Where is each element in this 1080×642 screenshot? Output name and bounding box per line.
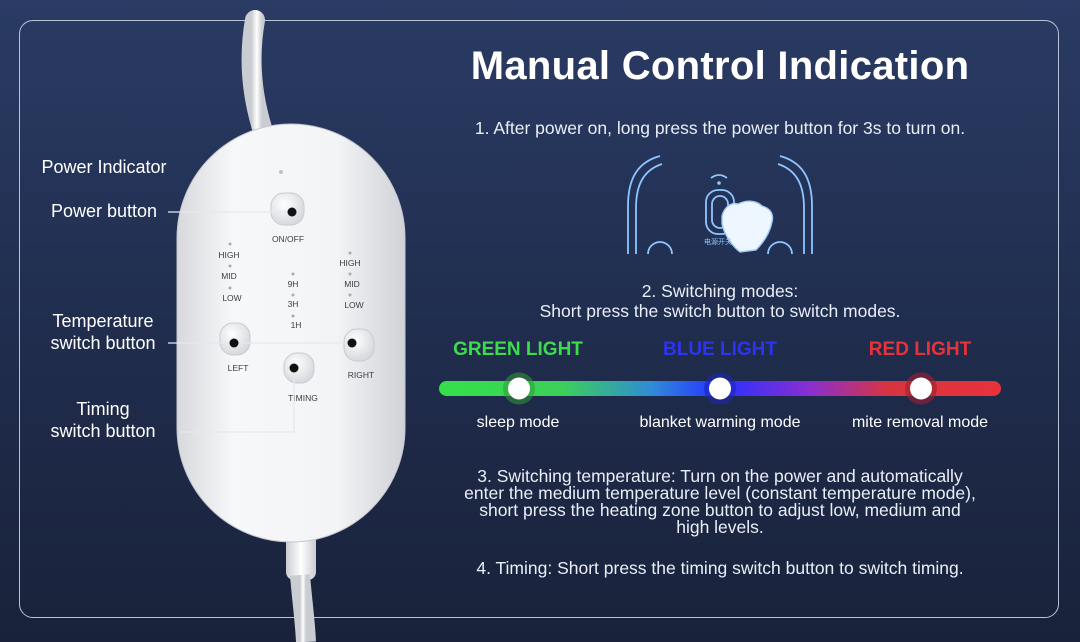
signal-arc bbox=[710, 174, 728, 179]
step-2-detail: Short press the switch button to switch … bbox=[539, 301, 901, 321]
level-dot bbox=[291, 272, 295, 276]
level-dot bbox=[348, 293, 352, 297]
device-outline-right bbox=[779, 155, 813, 254]
level-dot bbox=[228, 264, 232, 268]
timing-callout-line2: switch button bbox=[50, 421, 156, 441]
sleep-mode-indicator bbox=[508, 377, 530, 400]
top-cable bbox=[241, 10, 272, 138]
right-level-low: LOW bbox=[344, 300, 363, 310]
device-outline-left-inner bbox=[635, 163, 663, 254]
power-press-illustration: 电源开关 bbox=[627, 155, 813, 255]
page-title: Manual Control Indication bbox=[470, 44, 970, 88]
blue-light-label: BLUE LIGHT bbox=[663, 339, 777, 360]
left-level-low: LOW bbox=[222, 293, 241, 303]
device-knob-right bbox=[767, 241, 793, 255]
temperature-switch-callout: Temperature switch button bbox=[28, 310, 178, 354]
sleep-mode-label: sleep mode bbox=[476, 414, 560, 431]
bottom-cable bbox=[290, 574, 316, 642]
step-3-line-1: 3. Switching temperature: Turn on the po… bbox=[477, 466, 963, 486]
device-knob-left bbox=[647, 241, 673, 255]
device-outline-right-inner bbox=[777, 163, 805, 254]
level-dot bbox=[348, 272, 352, 276]
timing-button-label: TIMING bbox=[288, 393, 318, 403]
device-outline-left bbox=[627, 155, 661, 254]
timing-button[interactable] bbox=[283, 352, 315, 384]
mite-mode-indicator bbox=[910, 377, 932, 400]
on-off-label: ON/OFF bbox=[272, 234, 304, 244]
timer-level-9h: 9H bbox=[288, 279, 299, 289]
level-dot bbox=[228, 242, 232, 246]
level-dot bbox=[228, 286, 232, 290]
signal-dot bbox=[717, 181, 721, 185]
content-frame bbox=[19, 20, 1059, 618]
left-level-mid: MID bbox=[221, 271, 237, 281]
step-2-title: 2. Switching modes: bbox=[641, 281, 799, 301]
temperature-callout-line2: switch button bbox=[50, 333, 156, 353]
right-level-high: HIGH bbox=[339, 258, 360, 268]
timing-callout-line1: Timing bbox=[76, 399, 130, 419]
blanket-warming-mode-label: blanket warming mode bbox=[639, 414, 801, 431]
right-button[interactable] bbox=[343, 328, 375, 362]
level-dot bbox=[348, 251, 352, 255]
power-button-marker bbox=[287, 207, 297, 217]
timer-level-3h: 3H bbox=[288, 299, 299, 309]
pressing-hand-icon bbox=[721, 200, 774, 253]
step-3-line-3: short press the heating zone button to a… bbox=[479, 500, 961, 520]
mite-removal-mode-label: mite removal mode bbox=[851, 414, 989, 431]
green-light-label: GREEN LIGHT bbox=[453, 339, 583, 360]
timer-level-1h: 1H bbox=[291, 320, 302, 330]
temp-left-marker bbox=[229, 338, 239, 348]
right-level-mid: MID bbox=[344, 279, 360, 289]
temperature-callout-line1: Temperature bbox=[52, 311, 154, 331]
right-button-label: RIGHT bbox=[348, 370, 374, 380]
timing-switch-callout: Timing switch button bbox=[28, 398, 178, 442]
step-3-line-2: enter the medium temperature level (cons… bbox=[464, 483, 976, 503]
warming-mode-indicator bbox=[709, 377, 731, 400]
power-button[interactable] bbox=[270, 192, 305, 226]
remote-body bbox=[176, 123, 406, 543]
mode-indicator-bar bbox=[439, 372, 1001, 405]
power-button-callout: Power button bbox=[50, 201, 158, 221]
step-4-text: 4. Timing: Short press the timing switch… bbox=[476, 558, 964, 578]
timing-leader bbox=[180, 368, 295, 433]
power-switch-caption: 电源开关 bbox=[704, 237, 732, 246]
temp-right-marker bbox=[347, 338, 357, 348]
red-light-label: RED LIGHT bbox=[868, 339, 972, 360]
step-3-text: 3. Switching temperature: Turn on the po… bbox=[420, 466, 1020, 537]
step-1-text: 1. After power on, long press the power … bbox=[474, 118, 966, 138]
left-level-high: HIGH bbox=[218, 250, 239, 260]
level-dot bbox=[291, 314, 295, 318]
left-button-label: LEFT bbox=[228, 363, 249, 373]
power-indicator-dot bbox=[279, 170, 283, 174]
power-indicator-callout: Power Indicator bbox=[41, 157, 167, 177]
level-dot bbox=[291, 293, 295, 297]
step-3-line-4: high levels. bbox=[676, 517, 764, 537]
timing-marker bbox=[289, 363, 299, 373]
